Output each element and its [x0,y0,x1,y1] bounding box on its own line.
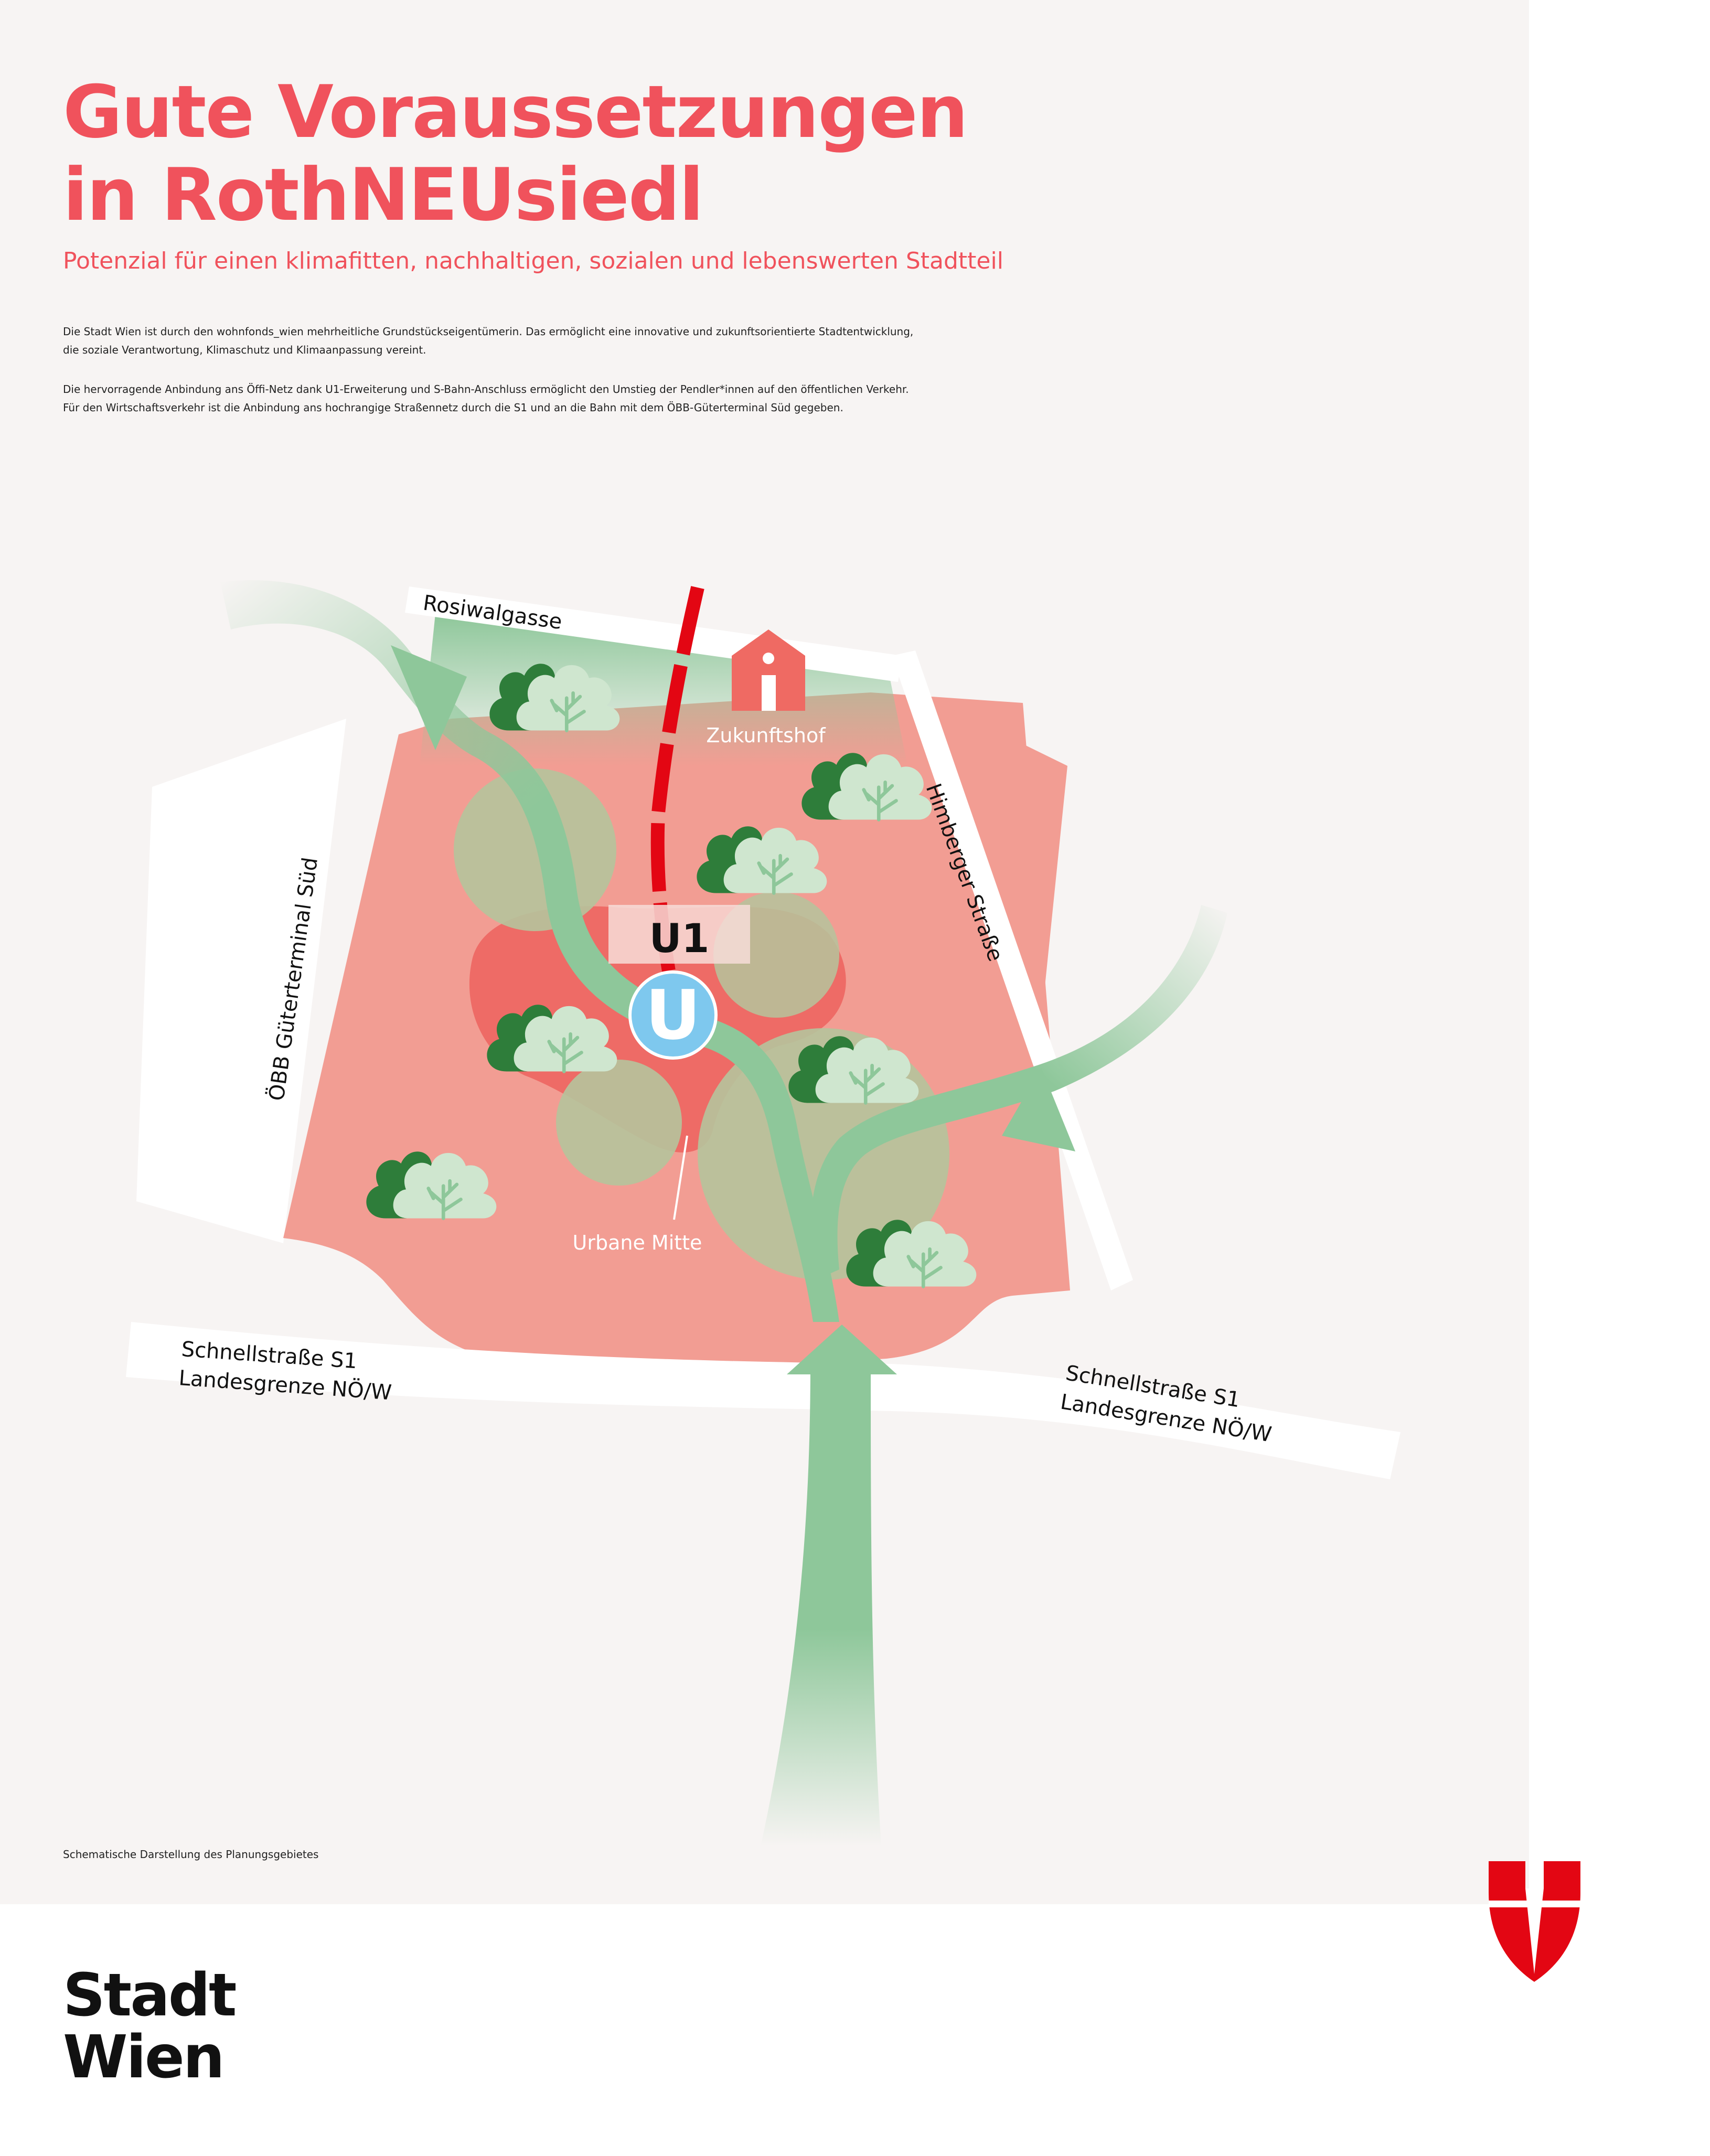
u-station-symbol: U [645,975,701,1055]
u-bahn-icon: U [628,970,718,1060]
label-zukunftshof: Zukunftshof [706,724,826,747]
road-himberger-strasse [892,650,1133,1290]
title-line-1: Gute Voraussetzungen [63,70,968,154]
label-urbane-mitte: Urbane Mitte [573,1231,702,1254]
oebb-terminal-area [136,719,346,1243]
logo-line-1: Stadt [63,1961,237,2030]
page-subtitle: Potenzial für einen klimafitten, nachhal… [63,248,1003,274]
title-line-2: in RothNEUsiedl [63,153,704,237]
intro-paragraph-transport: Die hervorragende Anbindung ans Öffi-Net… [63,383,909,414]
arrow-head-east [1002,1068,1075,1151]
green-space [556,1060,682,1186]
green-corridor-east [810,905,1227,1280]
urbane-mitte-pointer [673,1135,688,1220]
arrow-head-south [787,1325,897,1374]
intro-paragraph-ownership: Die Stadt Wien ist durch den wohnfonds_w… [63,325,914,356]
green-corridor-south [761,1364,881,1847]
u1-line-label: U1 [649,915,710,962]
logo-line-2: Wien [63,2023,225,2091]
map-caption: Schematische Darstellung des Planungsgeb… [63,1848,319,1861]
page-title: Gute Voraussetzungen in RothNEUsiedl [63,70,968,237]
planning-area-map: Zukunftshof U1 U Urbane Mitte Rosiwalgas… [126,580,1401,1847]
arrow-head-nw [391,645,467,750]
u1-label-box [608,905,750,964]
vienna-coat-of-arms-icon [1489,1861,1580,1982]
stadt-wien-logo: Stadt Wien [63,1961,237,2091]
barn-icon [732,629,805,711]
planning-area-east-strip [934,700,1067,997]
road-schnellstrasse-s1 [126,1322,1401,1479]
